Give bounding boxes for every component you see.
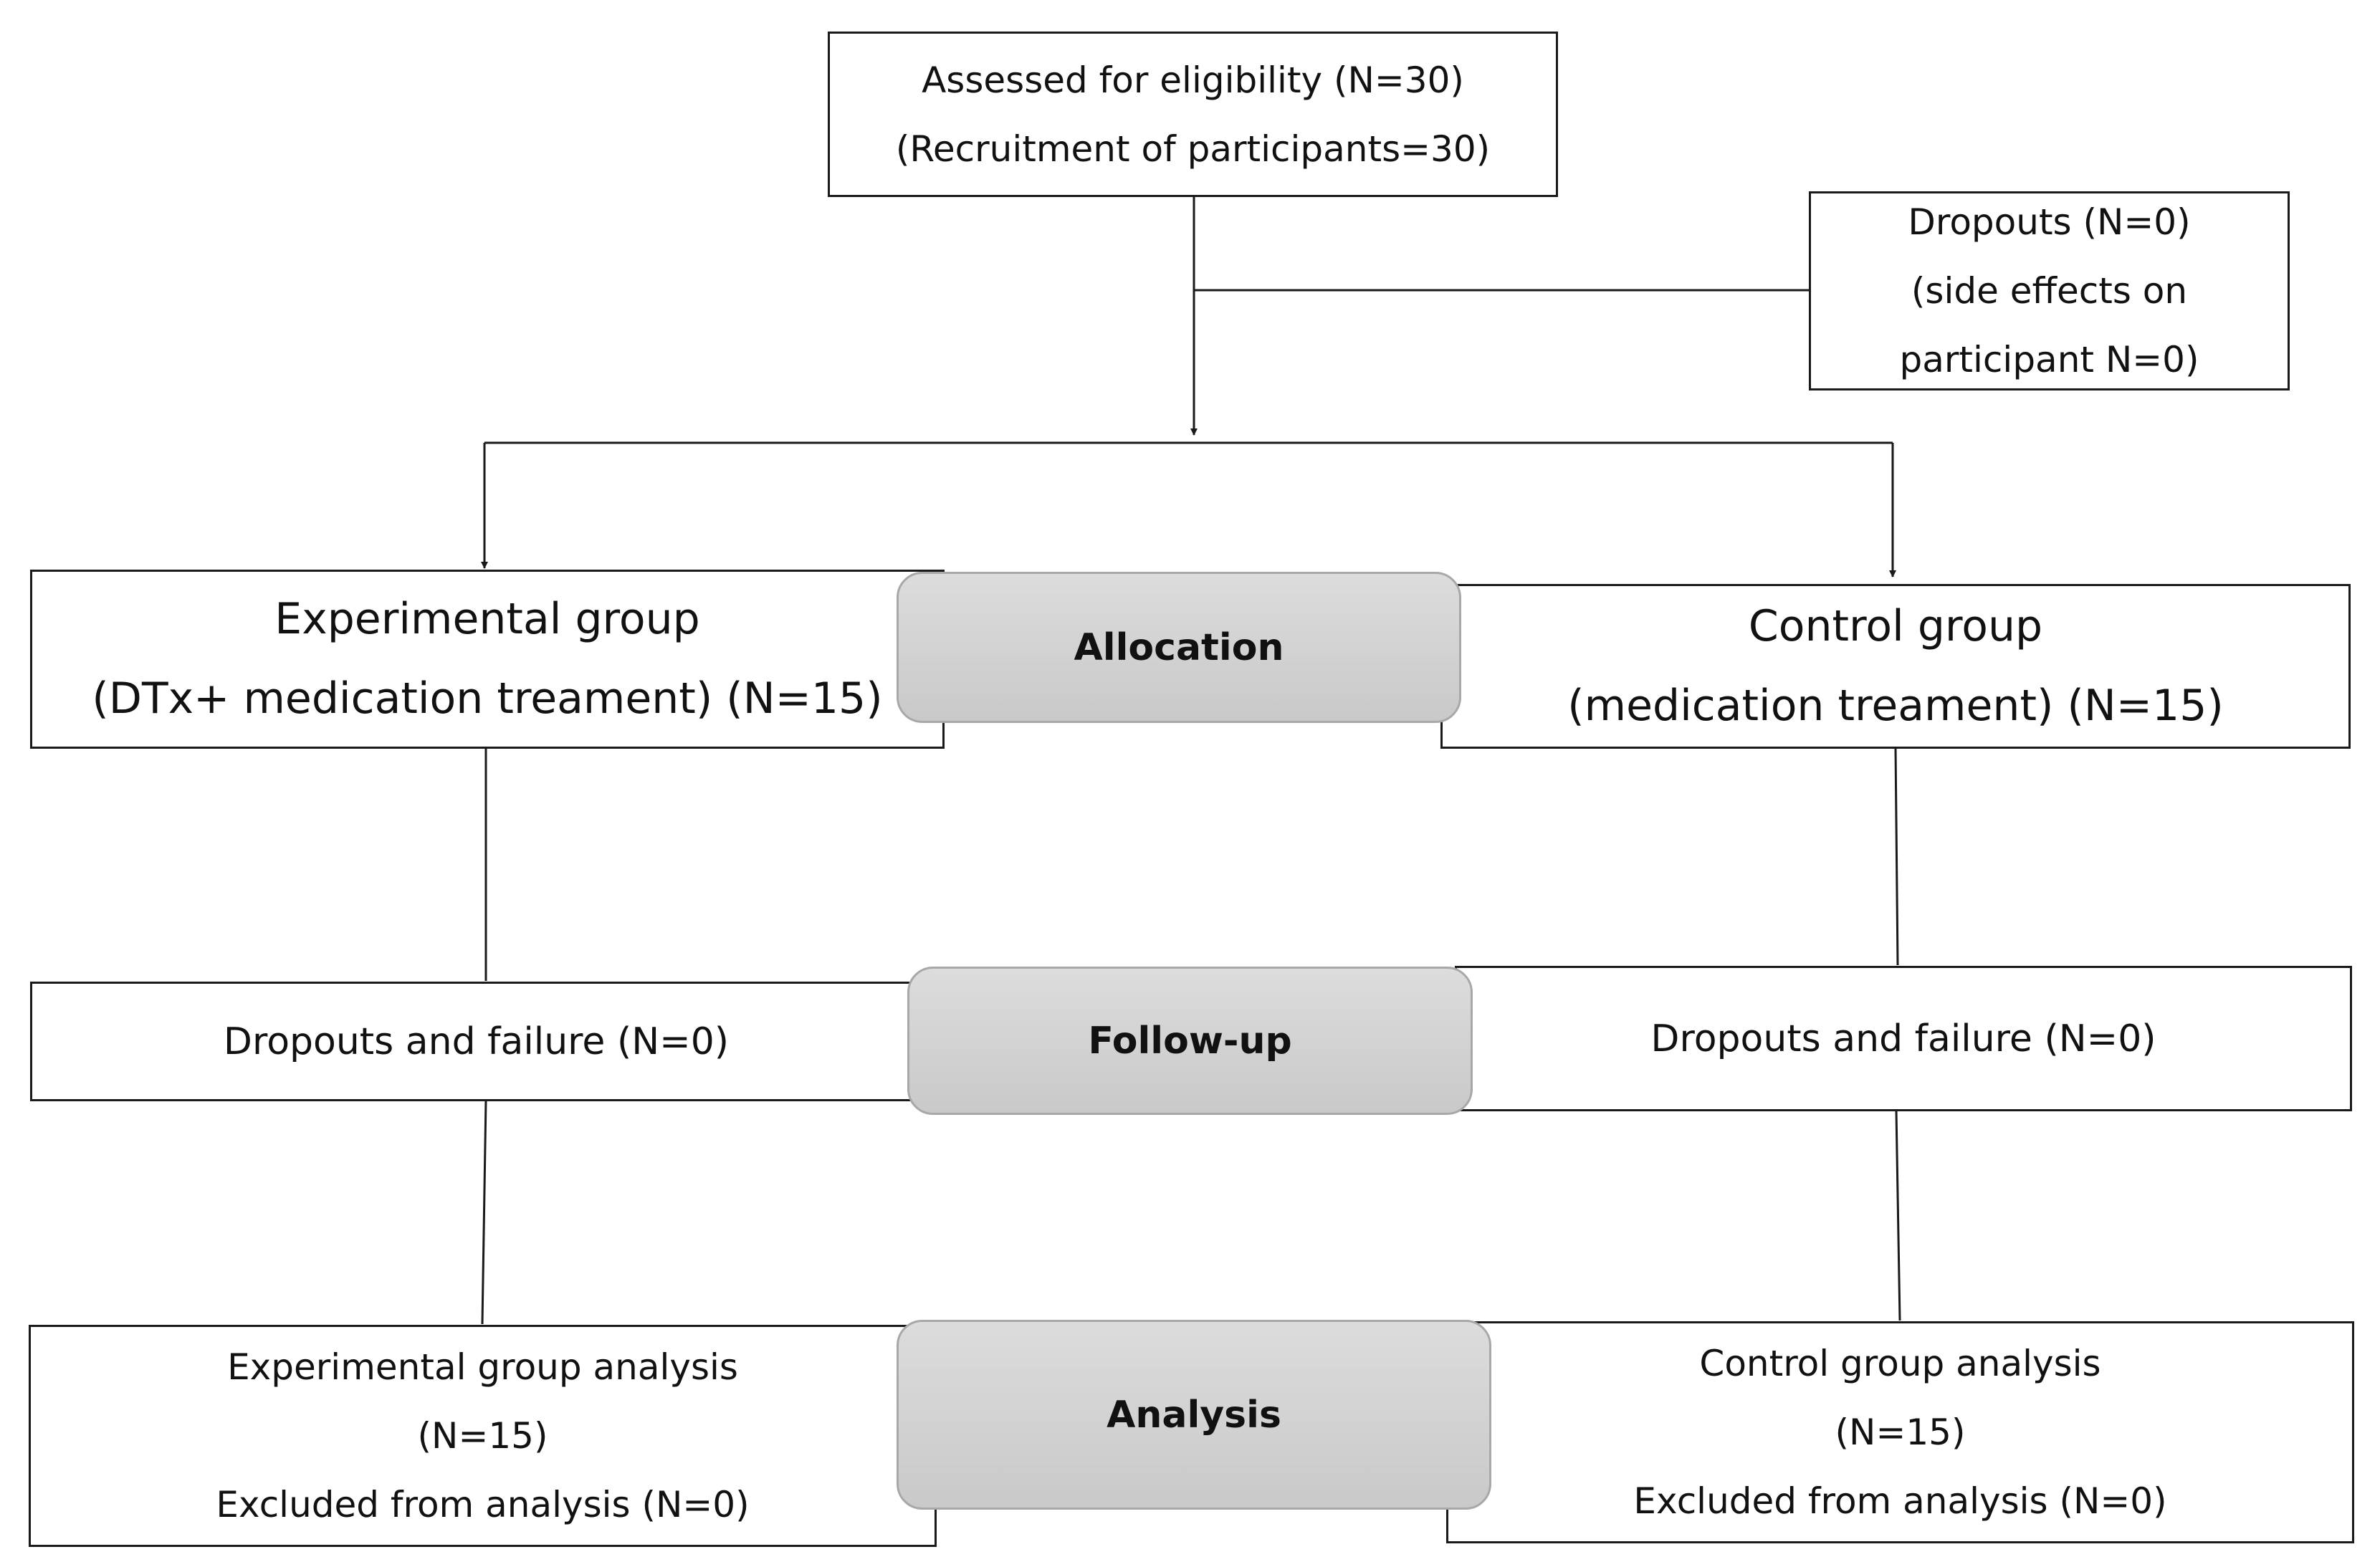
control-analysis-box: Control group analysis (N=15) Excluded f… xyxy=(1446,1321,2354,1543)
experimental-allocation-line-1: Experimental group xyxy=(274,594,700,644)
control-allocation-line-1: Control group xyxy=(1748,601,2043,651)
enrollment-line-2: (Recruitment of participants=30) xyxy=(895,128,1491,170)
dropouts-line-3: participant N=0) xyxy=(1899,339,2199,380)
experimental-analysis-line-3: Excluded from analysis (N=0) xyxy=(216,1484,750,1525)
stage-allocation: Allocation xyxy=(897,572,1461,723)
experimental-allocation-box: Experimental group (DTx+ medication trea… xyxy=(30,570,945,749)
stage-allocation-label: Allocation xyxy=(1074,626,1284,669)
control-analysis-line-3: Excluded from analysis (N=0) xyxy=(1633,1480,2167,1522)
stage-analysis: Analysis xyxy=(897,1320,1491,1510)
enrollment-line-1: Assessed for eligibility (N=30) xyxy=(922,59,1464,101)
control-allocation-box: Control group (medication treament) (N=1… xyxy=(1440,584,2351,749)
experimental-followup-box: Dropouts and failure (N=0) xyxy=(30,982,922,1101)
control-connector-followup xyxy=(1894,747,1899,966)
experimental-allocation-line-2: (DTx+ medication treament) (N=15) xyxy=(92,674,883,724)
stage-analysis-label: Analysis xyxy=(1107,1393,1281,1437)
experimental-connector-analysis xyxy=(481,1099,487,1325)
dropouts-box: Dropouts (N=0) (side effects on particip… xyxy=(1809,191,2290,390)
control-analysis-line-1: Control group analysis xyxy=(1699,1343,2101,1384)
experimental-analysis-box: Experimental group analysis (N=15) Exclu… xyxy=(29,1325,937,1547)
enrollment-box: Assessed for eligibility (N=30) (Recruit… xyxy=(828,32,1558,197)
experimental-followup-text: Dropouts and failure (N=0) xyxy=(223,1020,730,1063)
control-allocation-line-2: (medication treament) (N=15) xyxy=(1567,681,2224,731)
control-followup-text: Dropouts and failure (N=0) xyxy=(1650,1017,2156,1060)
control-followup-box: Dropouts and failure (N=0) xyxy=(1455,966,2352,1111)
control-connector-analysis xyxy=(1895,1110,1901,1321)
stage-follow-up-label: Follow-up xyxy=(1088,1019,1292,1063)
control-analysis-line-2: (N=15) xyxy=(1835,1412,1966,1453)
dropouts-line-1: Dropouts (N=0) xyxy=(1908,201,2191,243)
stage-follow-up: Follow-up xyxy=(907,967,1473,1115)
experimental-analysis-line-2: (N=15) xyxy=(417,1415,548,1457)
dropouts-line-2: (side effects on xyxy=(1911,270,2188,312)
experimental-analysis-line-1: Experimental group analysis xyxy=(227,1346,738,1388)
